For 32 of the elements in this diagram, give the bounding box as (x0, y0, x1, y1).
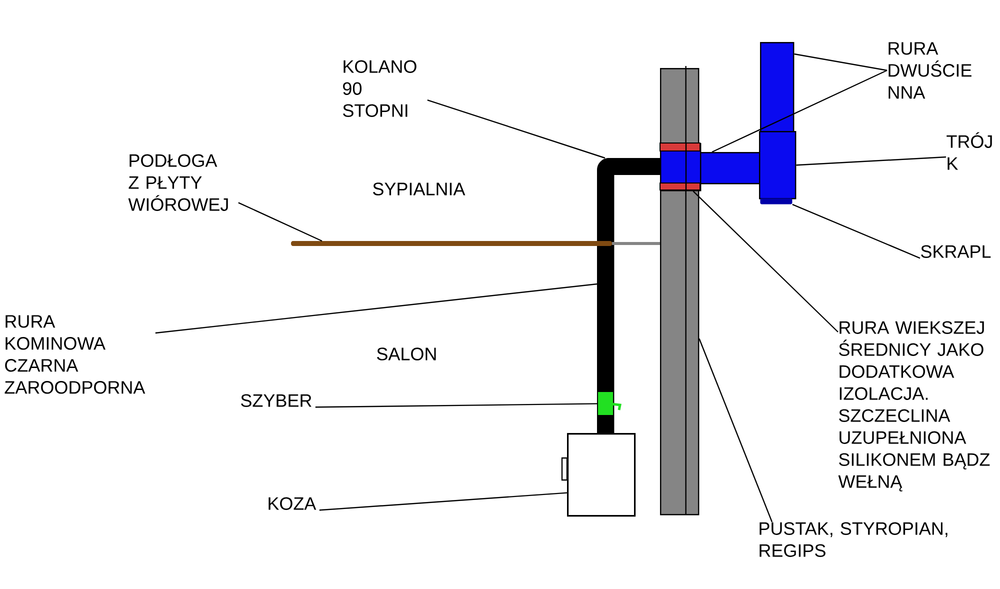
leader-line (792, 204, 920, 259)
callout-text: PODŁOGA Z PŁYTY WIÓROWEJ (128, 154, 228, 211)
floor-board (291, 241, 660, 246)
callout-text: RURA KOMINOWA CZARNA ZAROODPORNA (4, 315, 146, 394)
room-label: SYPIALNIA (373, 182, 466, 196)
callout-text: KOLANO 90 STOPNI (343, 60, 416, 117)
pipe-section (760, 42, 794, 132)
tee-fitting (759, 131, 796, 200)
leader-line (155, 283, 598, 334)
leader-line (315, 403, 598, 408)
damper (598, 392, 622, 415)
leader-line (698, 338, 773, 522)
leader-line (712, 70, 888, 153)
drain-cap (760, 198, 792, 204)
callout-text: RURA DWUŚCIE NNA (888, 42, 972, 99)
leader-line (427, 99, 606, 159)
leader-line (794, 53, 888, 71)
callout-text: KOZA (268, 497, 316, 510)
callout-text: PUSTAK, STYROPIAN, REGIPS (760, 522, 948, 557)
room-label: SALON (377, 348, 436, 360)
callout-text: SKRAPL (921, 245, 991, 258)
leader-line (238, 202, 322, 242)
stove (561, 433, 636, 517)
pipe-elbow (597, 158, 660, 175)
pipe-section (700, 152, 760, 184)
pipe-sleeve (660, 142, 702, 192)
leader-line (796, 156, 946, 166)
leader-line (692, 190, 838, 332)
callout-text: RURA WIEKSZEJ ŚREDNICY JAKO DODATKOWA IZOLACJA. SZCZECLINA UZUPEŁNIONA SILIKONEM BĄDZ WEŁNĄ (838, 321, 990, 492)
callout-text: TRÓJ K (946, 132, 992, 170)
leader-line (319, 492, 568, 511)
callout-text: SZYBER (241, 394, 312, 407)
